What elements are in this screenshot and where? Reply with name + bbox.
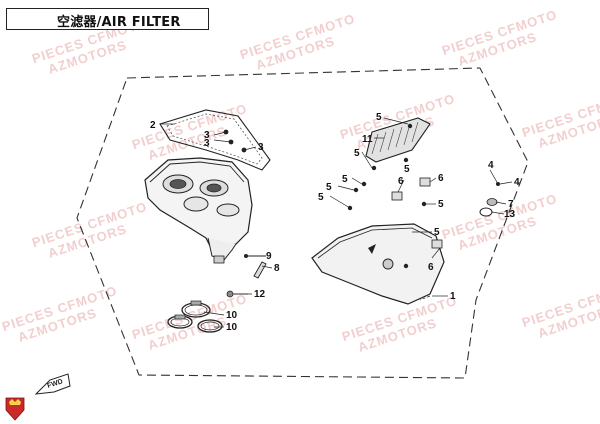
- lower-airbox: [311, 223, 445, 305]
- callout-label: 13: [504, 209, 516, 220]
- outlet-clip: [213, 255, 225, 264]
- callout-label: 8: [274, 263, 280, 274]
- callout-label: 5: [354, 148, 360, 159]
- callout-label: 5: [434, 227, 440, 238]
- callout-label: 5: [438, 199, 444, 210]
- callout-labels: 2 3 3 3 9 8 12 10 10 5 11 5 5 5 5 5 6 6 …: [150, 112, 520, 333]
- fwd-label: FWD: [46, 378, 63, 390]
- callout-label: 9: [266, 251, 272, 262]
- callout-label: 6: [428, 262, 434, 273]
- intake-tube: [183, 196, 209, 212]
- callout-label: 5: [342, 174, 348, 185]
- callout-label: 4: [488, 160, 494, 171]
- crown-shield-icon: [5, 397, 25, 421]
- intake-tube: [169, 179, 187, 189]
- intake-tube: [206, 183, 222, 193]
- callout-label: 3: [258, 142, 264, 153]
- grommet-icon: [479, 182, 500, 217]
- callout-label: 10: [226, 310, 238, 321]
- callout-label: 5: [404, 164, 410, 175]
- hose-clamp-icon: [167, 314, 193, 329]
- title-box: 空滤器/AIR FILTER: [6, 8, 209, 30]
- intake-tube: [216, 203, 240, 217]
- hose-clamp-icon: [197, 319, 223, 333]
- callout-label: 11: [362, 134, 373, 145]
- callout-label: 10: [226, 322, 238, 333]
- gasket-frame-inner: [166, 113, 263, 165]
- screw-icon: [347, 123, 427, 269]
- diagram-title: 空滤器/AIR FILTER: [57, 15, 181, 30]
- callout-label: 5: [376, 112, 382, 123]
- callout-label: 5: [326, 182, 332, 193]
- hose-clamp-icon: [181, 300, 211, 318]
- forward-arrow-icon: FWD: [34, 373, 71, 395]
- callout-label: 1: [450, 291, 456, 302]
- leader-lines: [160, 117, 513, 328]
- screw-icon: [223, 129, 247, 153]
- callout-label: 3: [204, 138, 210, 149]
- assembly-boundary: [76, 67, 529, 379]
- rubber-block-icon: [391, 177, 443, 249]
- lower-airbox-logo: [368, 244, 376, 254]
- callout-label: 6: [398, 176, 404, 187]
- callout-label: 2: [150, 120, 156, 131]
- upper-housing-rim: [149, 161, 245, 183]
- gasket-frame: [159, 109, 271, 171]
- callout-label: 6: [438, 173, 444, 184]
- drain-port: [382, 258, 394, 270]
- callout-label: 3: [204, 130, 210, 141]
- callout-label: 5: [318, 192, 324, 203]
- callout-label: 12: [254, 289, 266, 300]
- lower-airbox-rim: [317, 227, 433, 259]
- callout-label: 7: [508, 199, 514, 210]
- callout-label: 4: [514, 177, 520, 188]
